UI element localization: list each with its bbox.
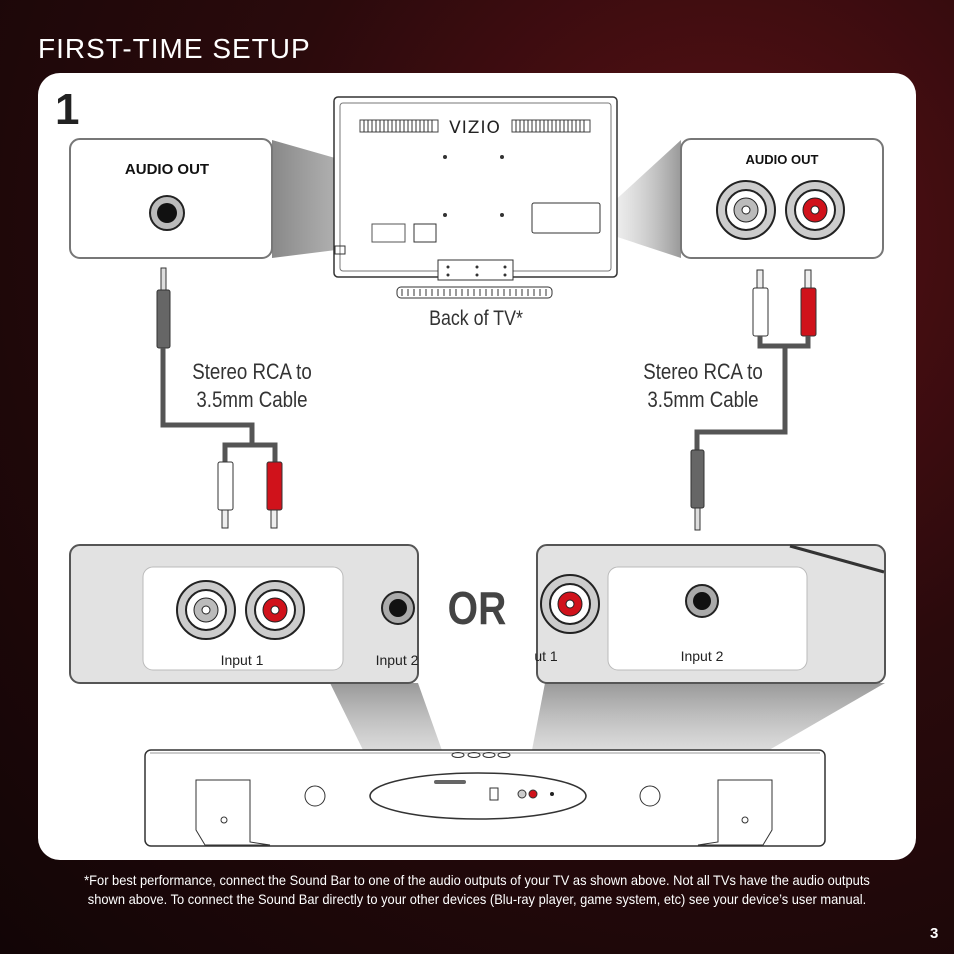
rca-red-jack-icon	[540, 574, 600, 634]
tv-audio-out-rca-panel: AUDIO OUT	[680, 138, 884, 259]
or-label: OR	[448, 583, 507, 635]
cable-label-line1: Stereo RCA to	[643, 361, 762, 385]
page-title: FIRST-TIME SETUP	[38, 33, 311, 64]
soundbar-inputs-3.5mm-option: ut 1 Input 2	[534, 544, 886, 684]
cable-3.5mm-to-rca-left	[156, 267, 283, 529]
soundbar-back	[144, 749, 826, 847]
step-number: 1	[55, 85, 79, 134]
soundbar-inputs-rca-option: Input 1 Input 2	[69, 544, 419, 684]
audio-out-label: AUDIO OUT	[746, 152, 819, 167]
rca-white-jack-icon	[176, 580, 236, 640]
tv-back: VIZIO	[333, 96, 618, 299]
tv-caption: Back of TV*	[429, 307, 523, 331]
input2-label: Input 2	[681, 648, 724, 664]
page-number: 3	[930, 925, 939, 942]
cable-label-line1: Stereo RCA to	[192, 361, 311, 385]
rca-red-jack-icon	[245, 580, 305, 640]
rca-white-jack-icon	[716, 180, 776, 240]
input1-label: Input 1	[221, 652, 264, 668]
footnote: *For best performance, connect the Sound…	[84, 872, 870, 907]
cable-label-line2: 3.5mm Cable	[647, 389, 758, 413]
tv-audio-out-3.5mm-panel: AUDIO OUT	[69, 138, 273, 259]
rca-red-jack-icon	[785, 180, 845, 240]
audio-out-label: AUDIO OUT	[125, 161, 209, 178]
cable-label-line2: 3.5mm Cable	[196, 389, 307, 413]
input1-label: ut 1	[534, 648, 558, 664]
tv-brand-logo: VIZIO	[449, 118, 501, 138]
cable-rca-to-3.5mm-right	[690, 269, 817, 531]
input2-label: Input 2	[376, 652, 419, 668]
